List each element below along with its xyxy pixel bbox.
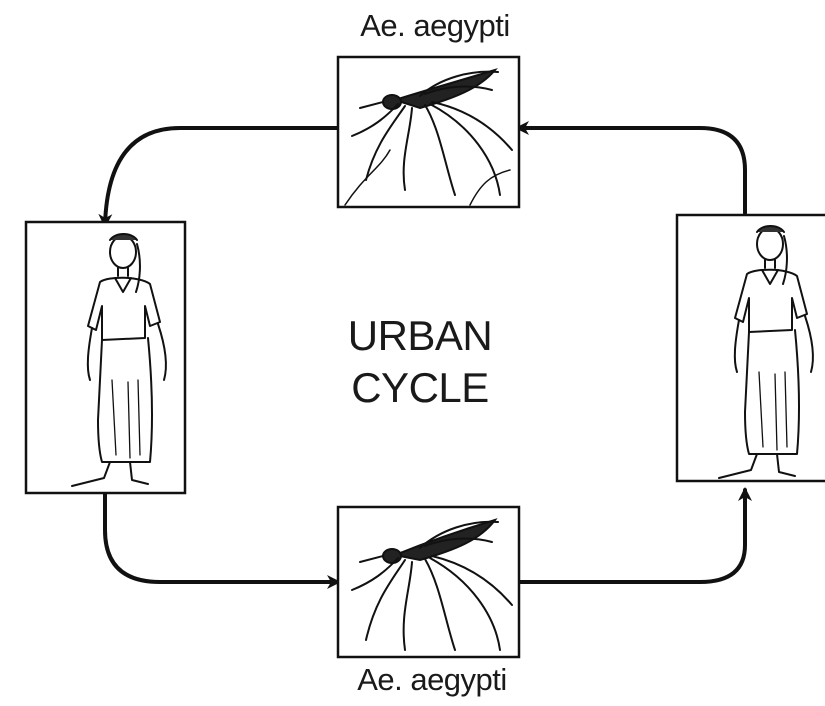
- cycle-title-line-1: URBAN: [300, 310, 540, 362]
- arrow-right-host-to-top-vector: [518, 128, 745, 213]
- arrow-left-host-to-bottom-vector: [105, 493, 338, 582]
- cycle-title: URBAN CYCLE: [300, 310, 540, 414]
- arrow-bottom-vector-to-right-host: [519, 490, 745, 582]
- bottom-vector-panel: [338, 507, 519, 657]
- right-host-panel: [677, 215, 825, 481]
- cycle-title-line-2: CYCLE: [300, 362, 540, 414]
- bottom-vector-label: Ae. aegypti: [327, 662, 537, 698]
- left-host-panel: [26, 222, 185, 493]
- top-vector-label: Ae. aegypti: [330, 8, 540, 44]
- arrow-top-vector-to-left-host: [105, 128, 338, 225]
- top-vector-panel: [338, 57, 519, 207]
